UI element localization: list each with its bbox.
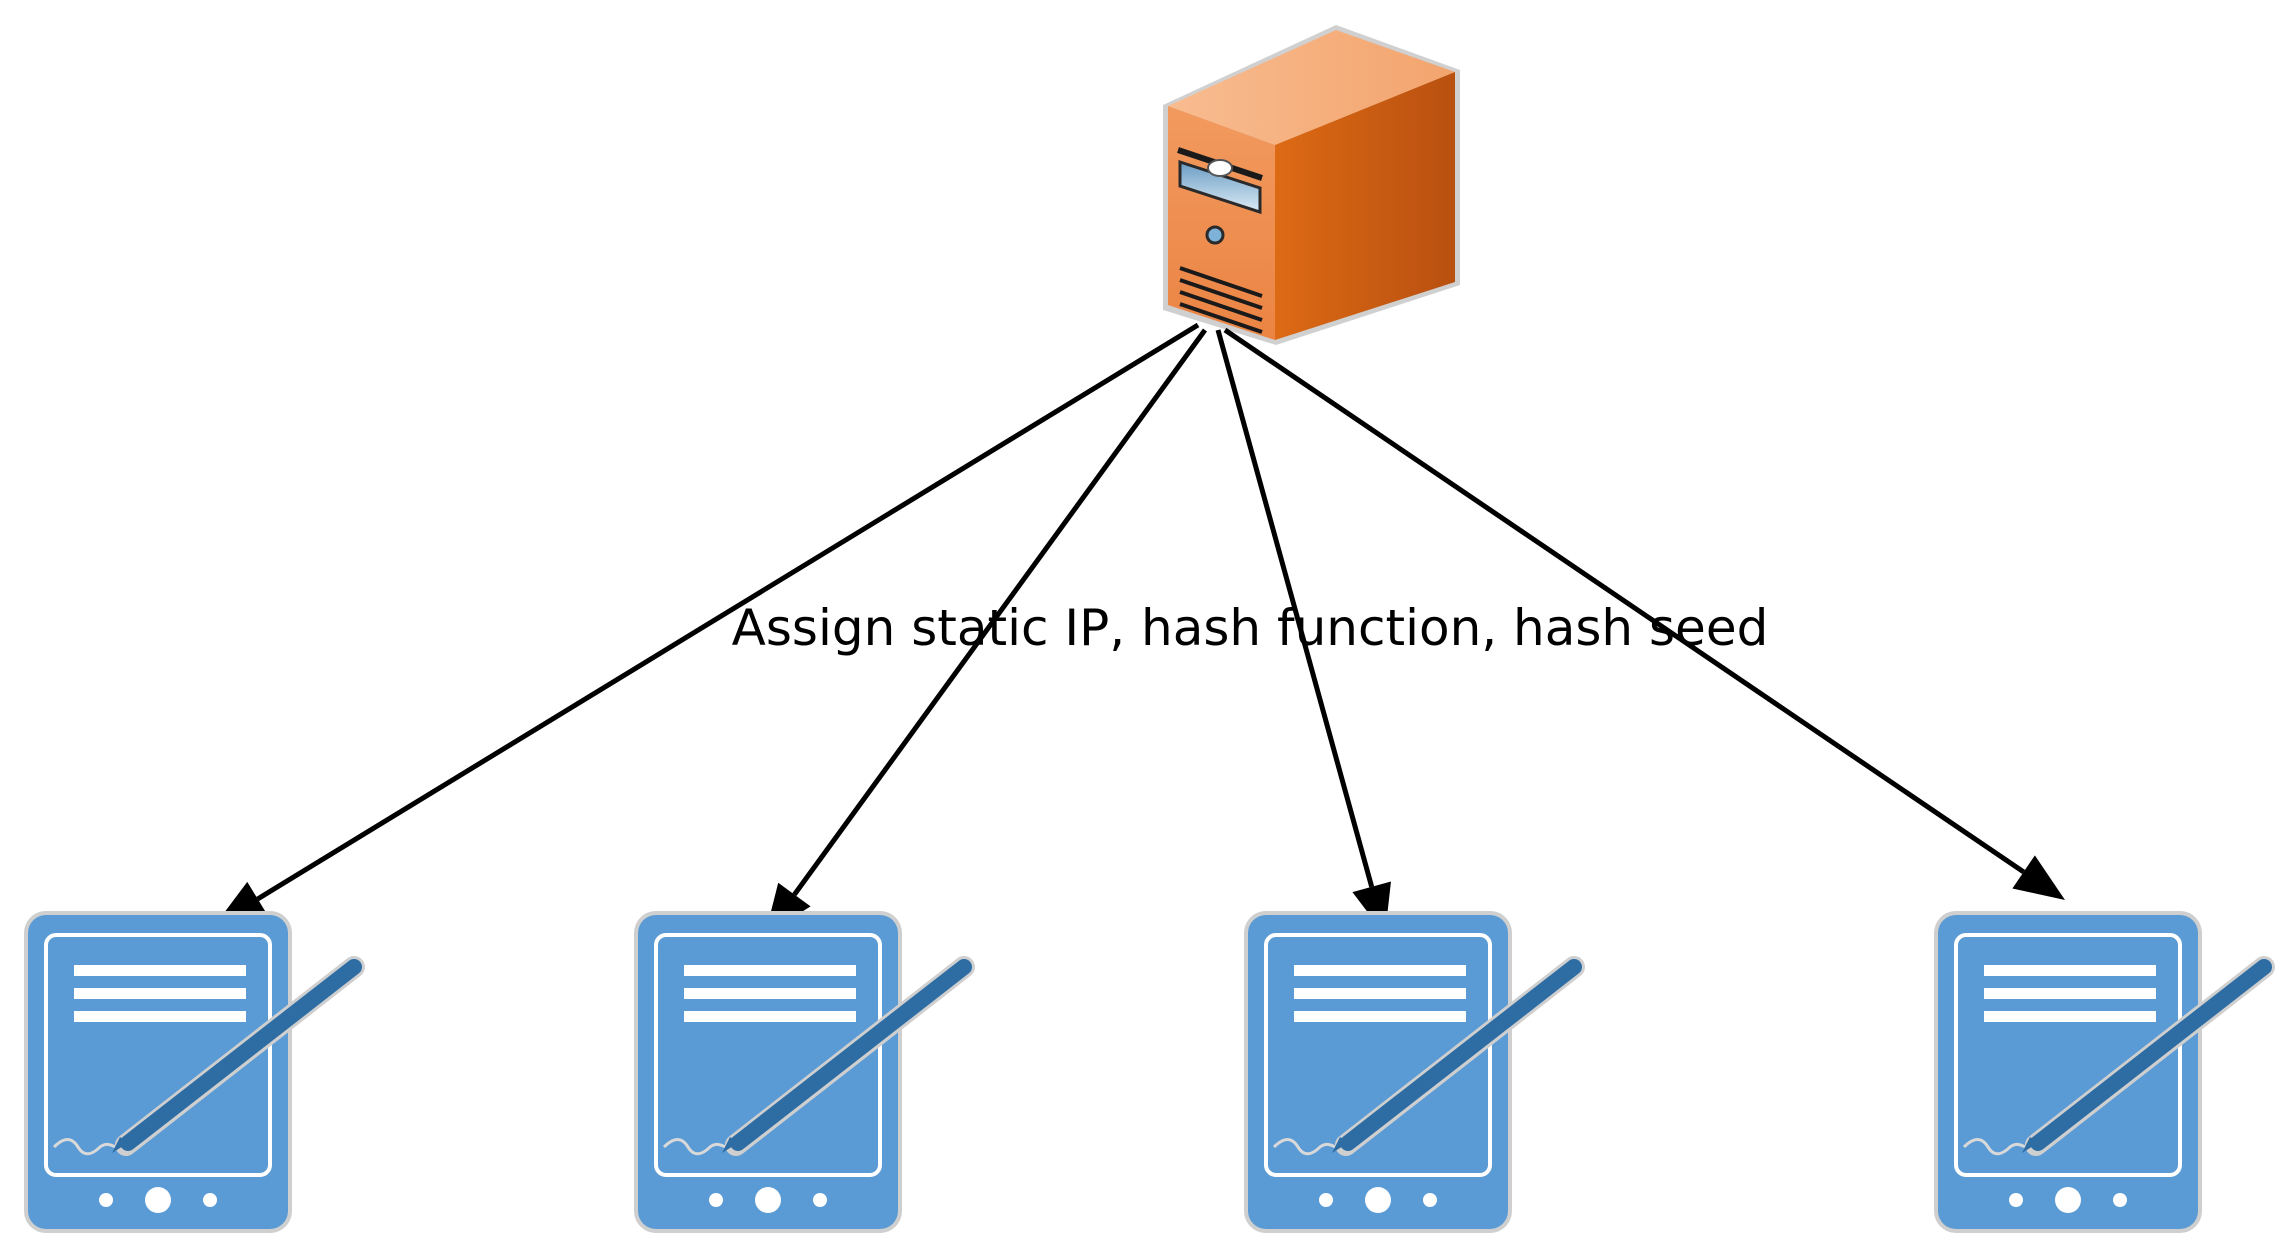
tablet-stylus-icon bbox=[1934, 911, 2275, 1233]
arrowhead-device-4 bbox=[2012, 855, 2065, 900]
stylus-icon bbox=[722, 956, 975, 1156]
tablet-stylus-icon bbox=[1244, 911, 1585, 1233]
server-icon bbox=[1163, 25, 1460, 345]
tablet-stylus-icon bbox=[24, 911, 365, 1233]
edge-label: Assign static IP, hash function, hash se… bbox=[732, 599, 1769, 657]
arrow-device-3 bbox=[1215, 329, 1375, 888]
tablet-stylus-icon bbox=[634, 911, 975, 1233]
edge-group bbox=[215, 322, 2065, 935]
device-group bbox=[24, 911, 2275, 1233]
stylus-icon bbox=[112, 956, 365, 1156]
arrow-device-2 bbox=[792, 328, 1208, 897]
arrow-device-4 bbox=[1223, 327, 2026, 874]
arrow-device-1 bbox=[256, 322, 1200, 902]
stylus-icon bbox=[1332, 956, 1585, 1156]
stylus-icon bbox=[2022, 956, 2275, 1156]
